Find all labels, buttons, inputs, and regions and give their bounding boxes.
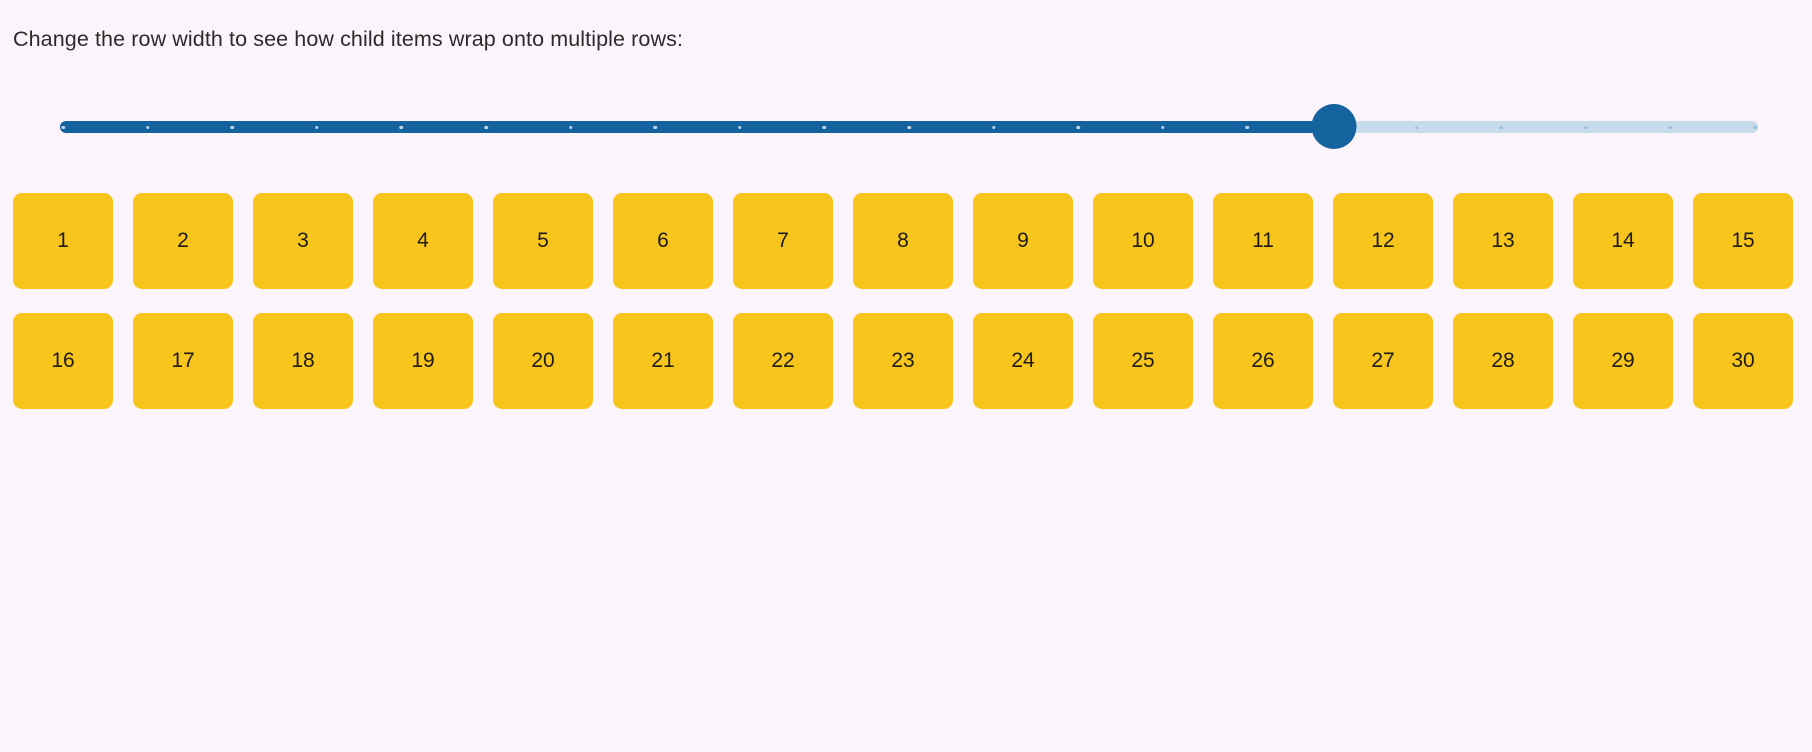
slider-tick (399, 125, 404, 129)
flex-item-label: 25 (1131, 349, 1155, 372)
flex-item-label: 30 (1731, 349, 1755, 372)
flex-item-label: 10 (1131, 229, 1155, 252)
flex-item-label: 1 (57, 229, 69, 252)
flex-item: 17 (133, 313, 233, 409)
flex-item: 19 (373, 313, 473, 409)
flex-item: 2 (133, 193, 233, 289)
slider-thumb[interactable] (1311, 104, 1356, 149)
flex-item: 10 (1093, 193, 1193, 289)
flex-item: 16 (13, 313, 113, 409)
flex-item: 26 (1213, 313, 1313, 409)
flex-item: 8 (853, 193, 953, 289)
slider-tick (1414, 125, 1419, 129)
flex-item-label: 15 (1731, 229, 1755, 252)
flex-item: 4 (373, 193, 473, 289)
slider-tick (145, 125, 150, 129)
flex-item: 20 (493, 313, 593, 409)
flex-item-label: 4 (417, 229, 429, 252)
flex-item-label: 19 (411, 349, 435, 372)
flex-item: 18 (253, 313, 353, 409)
slider-tick (484, 125, 488, 129)
slider-tick (61, 125, 65, 129)
flex-item-label: 28 (1491, 349, 1515, 372)
flex-item-label: 11 (1252, 229, 1274, 252)
slider-tick (991, 125, 996, 129)
flex-item: 11 (1213, 193, 1313, 289)
slider-tick (1161, 125, 1165, 129)
flex-item-label: 20 (531, 349, 555, 372)
flex-item: 24 (973, 313, 1073, 409)
slider-tick (822, 125, 827, 129)
flex-item-label: 9 (1017, 229, 1029, 252)
slider-tick (1584, 125, 1588, 129)
flex-item-label: 22 (771, 349, 795, 372)
flex-item-label: 18 (291, 349, 315, 372)
flex-item-label: 12 (1371, 229, 1395, 252)
flex-item: 9 (973, 193, 1073, 289)
flex-item-label: 8 (897, 229, 909, 252)
flex-item-label: 26 (1251, 349, 1275, 372)
slider-tick (1499, 125, 1503, 129)
flex-item-label: 7 (777, 229, 789, 252)
flex-item: 25 (1093, 313, 1193, 409)
flex-item: 13 (1453, 193, 1553, 289)
flex-item-label: 5 (537, 229, 549, 252)
flex-item-label: 24 (1011, 349, 1035, 372)
flex-item: 7 (733, 193, 833, 289)
flex-item: 1 (13, 193, 113, 289)
flex-item: 14 (1573, 193, 1673, 289)
flex-item: 29 (1573, 313, 1673, 409)
flex-item-label: 16 (51, 349, 75, 372)
flex-item: 27 (1333, 313, 1433, 409)
flex-item-label: 2 (177, 229, 189, 252)
slider-tick (738, 125, 742, 129)
flex-item-label: 29 (1611, 349, 1635, 372)
row-width-slider[interactable] (52, 96, 1766, 158)
flex-item: 3 (253, 193, 353, 289)
flex-item-label: 27 (1371, 349, 1395, 372)
flex-item: 15 (1693, 193, 1793, 289)
slider-tick (907, 125, 911, 129)
flex-item: 28 (1453, 313, 1553, 409)
slider-tick (653, 125, 657, 129)
slider-tick (1668, 125, 1673, 129)
flex-item-label: 3 (297, 229, 309, 252)
flex-item: 12 (1333, 193, 1433, 289)
flex-item-label: 14 (1611, 229, 1635, 252)
slider-tick (568, 125, 573, 129)
slider-tick (1245, 125, 1250, 129)
flex-item: 21 (613, 313, 713, 409)
flex-item: 22 (733, 313, 833, 409)
flex-item-label: 23 (891, 349, 915, 372)
slider-tick-marks (60, 121, 1758, 133)
slider-tick (315, 125, 319, 129)
flex-item-label: 6 (657, 229, 669, 252)
instruction-text: Change the row width to see how child it… (13, 27, 684, 51)
slider-filled-track (60, 121, 1334, 133)
flex-item: 6 (613, 193, 713, 289)
flex-item: 23 (853, 313, 953, 409)
flex-item: 30 (1693, 313, 1793, 409)
flex-item-label: 17 (171, 349, 195, 372)
flex-item-label: 21 (651, 349, 675, 372)
flex-item: 5 (493, 193, 593, 289)
flex-item-label: 13 (1491, 229, 1515, 252)
slider-tick (230, 125, 234, 129)
slider-tick (1753, 125, 1757, 129)
slider-tick (1076, 125, 1080, 129)
